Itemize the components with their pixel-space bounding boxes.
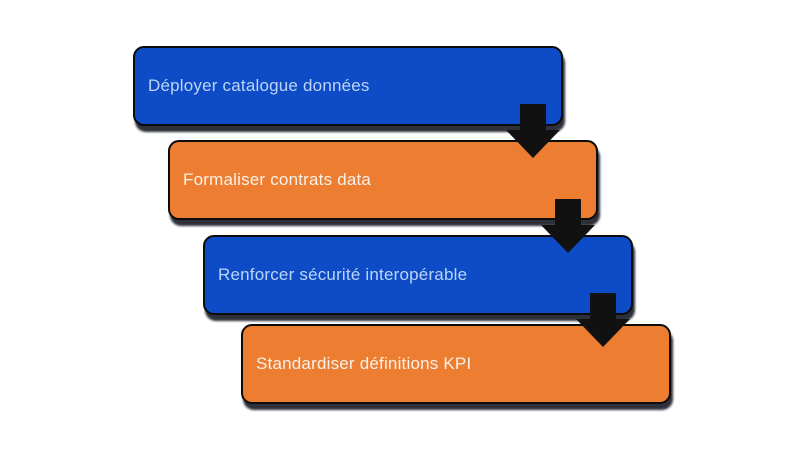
step-label: Standardiser définitions KPI [256, 354, 472, 373]
step-label: Renforcer sécurité interopérable [218, 265, 468, 284]
arrow-down-icon [576, 293, 630, 347]
step-label: Déployer catalogue données [148, 76, 370, 95]
step-label: Formaliser contrats data [183, 170, 372, 189]
arrow-down-icon [541, 199, 595, 253]
step-box-standardiser-kpi: Standardiser définitions KPI [241, 324, 671, 404]
step-box-renforcer-securite: Renforcer sécurité interopérable [203, 235, 633, 315]
arrow-down-icon [506, 104, 560, 158]
step-box-deployer-catalogue: Déployer catalogue données [133, 46, 563, 126]
step-box-formaliser-contrats: Formaliser contrats data [168, 140, 598, 220]
